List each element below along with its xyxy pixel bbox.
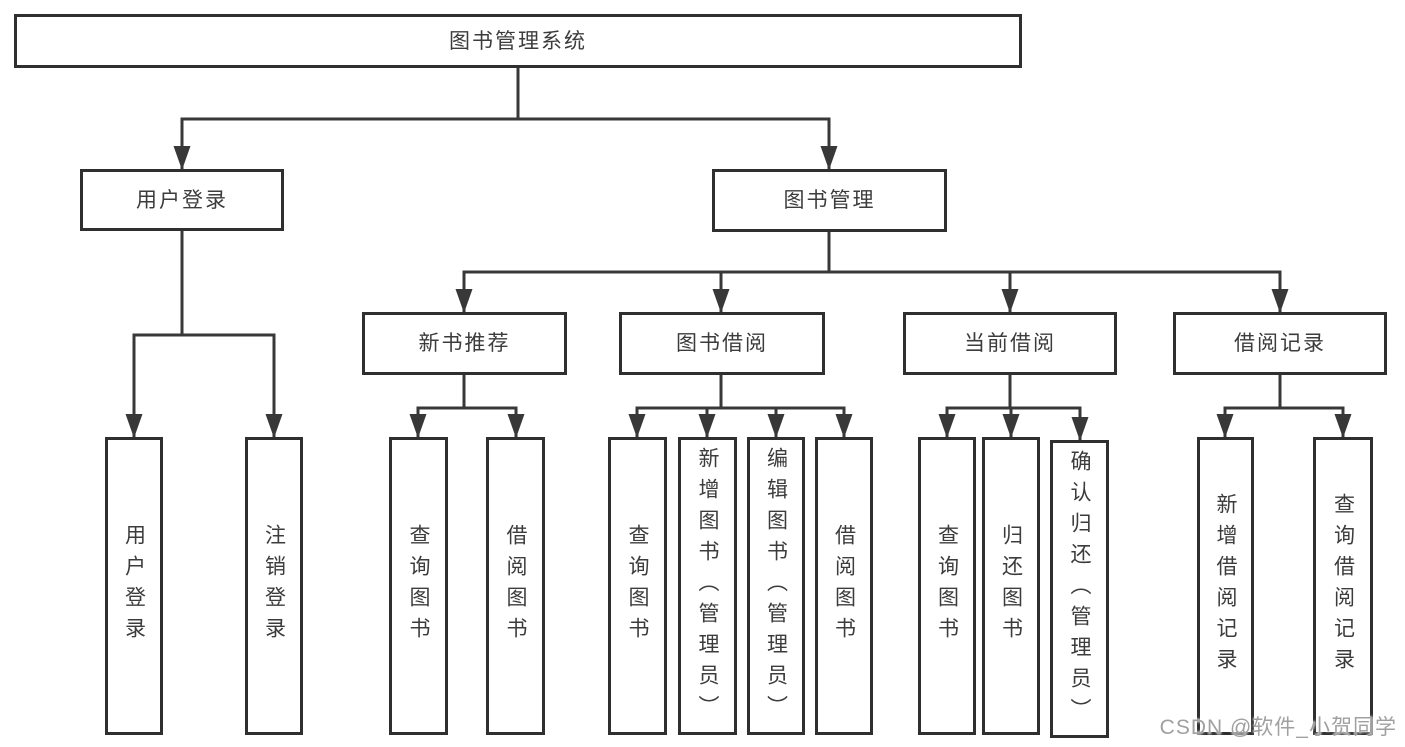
node-book-mgmt-label: 图书管理 — [783, 189, 876, 212]
node-user-login-label: 用户登录 — [136, 188, 228, 212]
node-login-logout: 注销登录 — [245, 437, 303, 735]
leaf-label: 归还图书 — [999, 524, 1023, 648]
node-newbooks-query-books: 查询图书 — [389, 437, 448, 735]
node-records-add-record: 新增借阅记录 — [1197, 437, 1254, 735]
leaf-label: 查询图书 — [935, 524, 959, 648]
node-current-borrow-label: 当前借阅 — [964, 332, 1056, 355]
node-current-return-books: 归还图书 — [982, 437, 1040, 735]
node-current-borrow: 当前借阅 — [903, 312, 1117, 375]
connector-new-books-children — [409, 375, 525, 438]
csdn-watermark: CSDN @软件_小贺同学 — [1159, 716, 1397, 739]
connector-book-mgmt-children — [455, 232, 1289, 313]
node-records-query-record: 查询借阅记录 — [1313, 437, 1373, 735]
node-root-label: 图书管理系统 — [449, 29, 587, 53]
node-current-confirm-return-admin: 确认归还（管理员） — [1050, 440, 1109, 738]
leaf-label: 确认归还（管理员） — [1068, 449, 1091, 729]
node-current-query-books: 查询图书 — [918, 437, 976, 735]
connector-current-borrow-children — [938, 375, 1089, 441]
node-new-books: 新书推荐 — [362, 312, 567, 375]
node-borrow-query-books: 查询图书 — [608, 437, 667, 735]
connector-borrow-records-children — [1216, 375, 1352, 438]
node-borrow-records: 借阅记录 — [1173, 312, 1387, 375]
node-borrow-records-label: 借阅记录 — [1234, 332, 1326, 355]
node-book-mgmt: 图书管理 — [712, 169, 947, 232]
node-book-borrow: 图书借阅 — [619, 312, 825, 375]
node-borrow-add-books-admin: 新增图书（管理员） — [678, 437, 737, 735]
leaf-label: 查询图书 — [626, 524, 649, 648]
connector-root-to-level2 — [173, 67, 838, 170]
leaf-label: 借阅图书 — [504, 524, 527, 648]
node-borrow-borrow-books: 借阅图书 — [815, 437, 873, 735]
node-new-books-label: 新书推荐 — [418, 332, 511, 355]
node-login-user-login: 用户登录 — [105, 437, 163, 735]
leaf-label: 编辑图书（管理员） — [764, 446, 788, 726]
node-root: 图书管理系统 — [14, 14, 1022, 68]
leaf-label: 用户登录 — [122, 524, 146, 648]
connector-book-borrow-children — [628, 375, 853, 438]
connector-user-login-children — [125, 231, 283, 438]
leaf-label: 注销登录 — [262, 524, 286, 648]
leaf-label: 新增图书（管理员） — [696, 446, 719, 726]
leaf-label: 查询图书 — [407, 524, 430, 648]
leaf-label: 新增借阅记录 — [1214, 493, 1237, 679]
leaf-label: 查询借阅记录 — [1331, 493, 1355, 679]
node-user-login: 用户登录 — [80, 169, 284, 231]
node-book-borrow-label: 图书借阅 — [676, 332, 768, 355]
node-borrow-edit-books-admin: 编辑图书（管理员） — [747, 437, 805, 735]
node-newbooks-borrow-books: 借阅图书 — [486, 437, 545, 735]
leaf-label: 借阅图书 — [832, 524, 856, 648]
